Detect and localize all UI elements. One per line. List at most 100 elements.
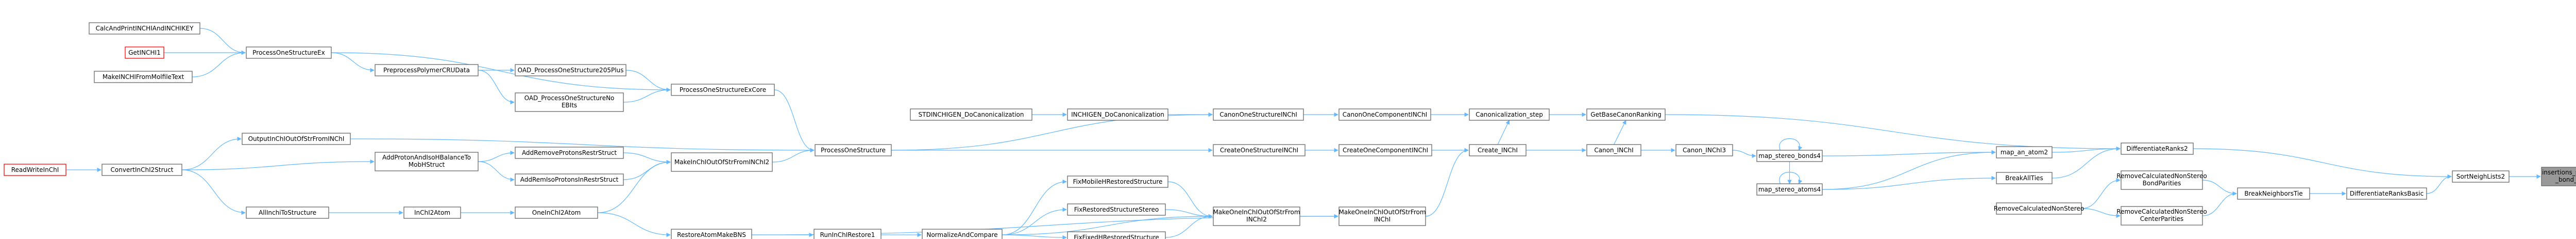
node-ProcessOneStructureEx[interactable]: ProcessOneStructureEx <box>246 46 332 59</box>
node-AllInchiToStructure[interactable]: AllInchiToStructure <box>246 206 329 219</box>
node-STDINCHIGEN_DoCanonicalization[interactable]: STDINCHIGEN_DoCanonicalization <box>910 108 1032 121</box>
node-FixRestoredStructureStereo[interactable]: FixRestoredStructureStereo <box>1067 203 1166 216</box>
node-NormalizeAndCompare[interactable]: NormalizeAndCompare <box>922 229 1003 239</box>
node-InChI2Atom[interactable]: InChI2Atom <box>403 206 461 219</box>
node-box[interactable] <box>101 164 182 176</box>
node-box[interactable] <box>515 147 624 159</box>
node-box[interactable] <box>1586 144 1641 156</box>
node-RemoveCalculatedNonStereo[interactable]: RemoveCalculatedNonStereo <box>1994 202 2084 215</box>
node-box[interactable] <box>246 46 332 59</box>
node-RestoreAtomMakeBNS[interactable]: RestoreAtomMakeBNS <box>671 229 752 239</box>
node-box[interactable] <box>671 84 775 96</box>
node-box[interactable] <box>1675 144 1733 156</box>
node-MakeInChIOutOfStrFromINChI[interactable]: MakeInChIOutOfStrFromINChI2 <box>671 152 773 172</box>
node-box[interactable] <box>814 229 882 239</box>
node-box[interactable] <box>1213 108 1304 121</box>
node-box[interactable] <box>246 206 329 219</box>
node-box[interactable] <box>2121 206 2203 226</box>
node-box[interactable] <box>375 64 479 76</box>
node-box[interactable] <box>1067 108 1168 121</box>
node-box[interactable] <box>1213 144 1306 156</box>
node-box[interactable] <box>403 206 461 219</box>
node-box[interactable] <box>515 92 624 112</box>
node-Canon_INChI[interactable]: Canon_INChI <box>1586 144 1641 156</box>
node-box[interactable] <box>1213 206 1300 226</box>
node-BreakAllTies[interactable]: BreakAllTies <box>1996 172 2053 184</box>
node-Canonicalization_step[interactable]: Canonicalization_step <box>1469 108 1550 121</box>
node-map_stereo_atoms4[interactable]: map_stereo_atoms4 <box>1756 183 1823 196</box>
node-CanonOneStructureINChI[interactable]: CanonOneStructureINChI <box>1213 108 1304 121</box>
node-box[interactable] <box>2121 170 2203 190</box>
node-box[interactable] <box>89 22 200 35</box>
node-SortNeighLists2[interactable]: SortNeighLists2 <box>2452 170 2510 183</box>
node-GetINCHI1[interactable]: GetINCHI1 <box>125 46 164 59</box>
node-ConvertInChI2Struct[interactable]: ConvertInChI2Struct <box>101 164 182 176</box>
node-box[interactable] <box>922 229 1003 239</box>
node-box[interactable] <box>1996 172 2053 184</box>
node-box[interactable] <box>94 71 193 83</box>
node-CalcAndPrintINCHIAndINCHIKEY[interactable]: CalcAndPrintINCHIAndINCHIKEY <box>89 22 200 35</box>
node-box[interactable] <box>125 46 164 59</box>
node-box[interactable] <box>2237 187 2310 200</box>
node-AddRemIsoProtonsInRestr[interactable]: AddRemIsoProtonsInRestrStruct <box>515 173 624 186</box>
node-GetBaseCanonRanking[interactable]: GetBaseCanonRanking <box>1586 108 1666 121</box>
node-OutputInChIOutOfStrFromINChI[interactable]: OutputInChIOutOfStrFromINChI <box>242 133 351 145</box>
node-AddRemoveProtonsRestr[interactable]: AddRemoveProtonsRestrStruct <box>515 147 624 159</box>
node-OneInChI2Atom[interactable]: OneInChI2Atom <box>515 206 598 219</box>
node-CanonOneComponentINChI[interactable]: CanonOneComponentINChI <box>1338 108 1431 121</box>
node-BreakNeighborsTie[interactable]: BreakNeighborsTie <box>2237 187 2310 200</box>
node-ProcessOneStructure[interactable]: ProcessOneStructure <box>815 144 892 156</box>
node-box[interactable] <box>1067 203 1166 216</box>
node-Canon_INChI3[interactable]: Canon_INChI3 <box>1675 144 1733 156</box>
node-box[interactable] <box>1338 144 1432 156</box>
node-box[interactable] <box>1996 146 2053 158</box>
node-CreateOneStructureINChI[interactable]: CreateOneStructureINChI <box>1213 144 1306 156</box>
node-box[interactable] <box>1756 150 1823 162</box>
node-box[interactable] <box>4 164 66 176</box>
node-box[interactable] <box>671 229 752 239</box>
node-map_an_atom2[interactable]: map_an_atom2 <box>1996 146 2053 158</box>
node-box[interactable] <box>1067 176 1168 188</box>
node-box[interactable] <box>1586 108 1666 121</box>
node-box[interactable] <box>2541 167 2576 186</box>
node-CreateOneComponentINChI[interactable]: CreateOneComponentINChI <box>1338 144 1432 156</box>
node-map_stereo_bonds4[interactable]: map_stereo_bonds4 <box>1756 150 1823 162</box>
node-root[interactable]: insertions_sort_NeighList_bond_NeighList <box>2541 167 2576 186</box>
node-box[interactable] <box>515 64 626 76</box>
node-box[interactable] <box>1469 144 1527 156</box>
node-ProcessOneStructureExCore[interactable]: ProcessOneStructureExCore <box>671 84 775 96</box>
node-box[interactable] <box>910 108 1032 121</box>
node-PreprocessPolymerCRUData[interactable]: PreprocessPolymerCRUData <box>375 64 479 76</box>
node-box[interactable] <box>515 173 624 186</box>
node-DifferentiateRanks2[interactable]: DifferentiateRanks2 <box>2121 142 2194 155</box>
node-MakeINCHIFromMolfileText[interactable]: MakeINCHIFromMolfileText <box>94 71 193 83</box>
node-box[interactable] <box>1338 206 1426 226</box>
node-box[interactable] <box>2452 170 2510 183</box>
node-Create_INChI[interactable]: Create_INChI <box>1469 144 1527 156</box>
node-box[interactable] <box>815 144 892 156</box>
node-FixMobileHRestoredStructure[interactable]: FixMobileHRestoredStructure <box>1067 176 1168 188</box>
node-box[interactable] <box>1756 183 1823 196</box>
node-box[interactable] <box>2346 187 2427 200</box>
node-RunInChIRestore1[interactable]: RunInChIRestore1 <box>814 229 882 239</box>
node-OAD_ProcessOneStructure[interactable]: OAD_ProcessOneStructure205Plus <box>515 64 626 76</box>
node-box[interactable] <box>1469 108 1550 121</box>
node-box[interactable] <box>1996 202 2082 215</box>
node-box[interactable] <box>1338 108 1431 121</box>
node-box[interactable] <box>375 152 479 171</box>
node-ReadWriteInChI[interactable]: ReadWriteInChI <box>4 164 66 176</box>
node-box[interactable] <box>1067 231 1166 239</box>
node-box[interactable] <box>2121 142 2194 155</box>
node-box[interactable] <box>515 206 598 219</box>
node-box[interactable] <box>671 152 773 172</box>
node-box[interactable] <box>242 133 351 145</box>
node-FixFixedHRestoredStructure[interactable]: FixFixedHRestoredStructure <box>1067 231 1166 239</box>
node-INCHIGEN_DoCanonicalization[interactable]: INCHIGEN_DoCanonicalization <box>1067 108 1168 121</box>
node-DifferentiateRanksBasic[interactable]: DifferentiateRanksBasic <box>2346 187 2427 200</box>
